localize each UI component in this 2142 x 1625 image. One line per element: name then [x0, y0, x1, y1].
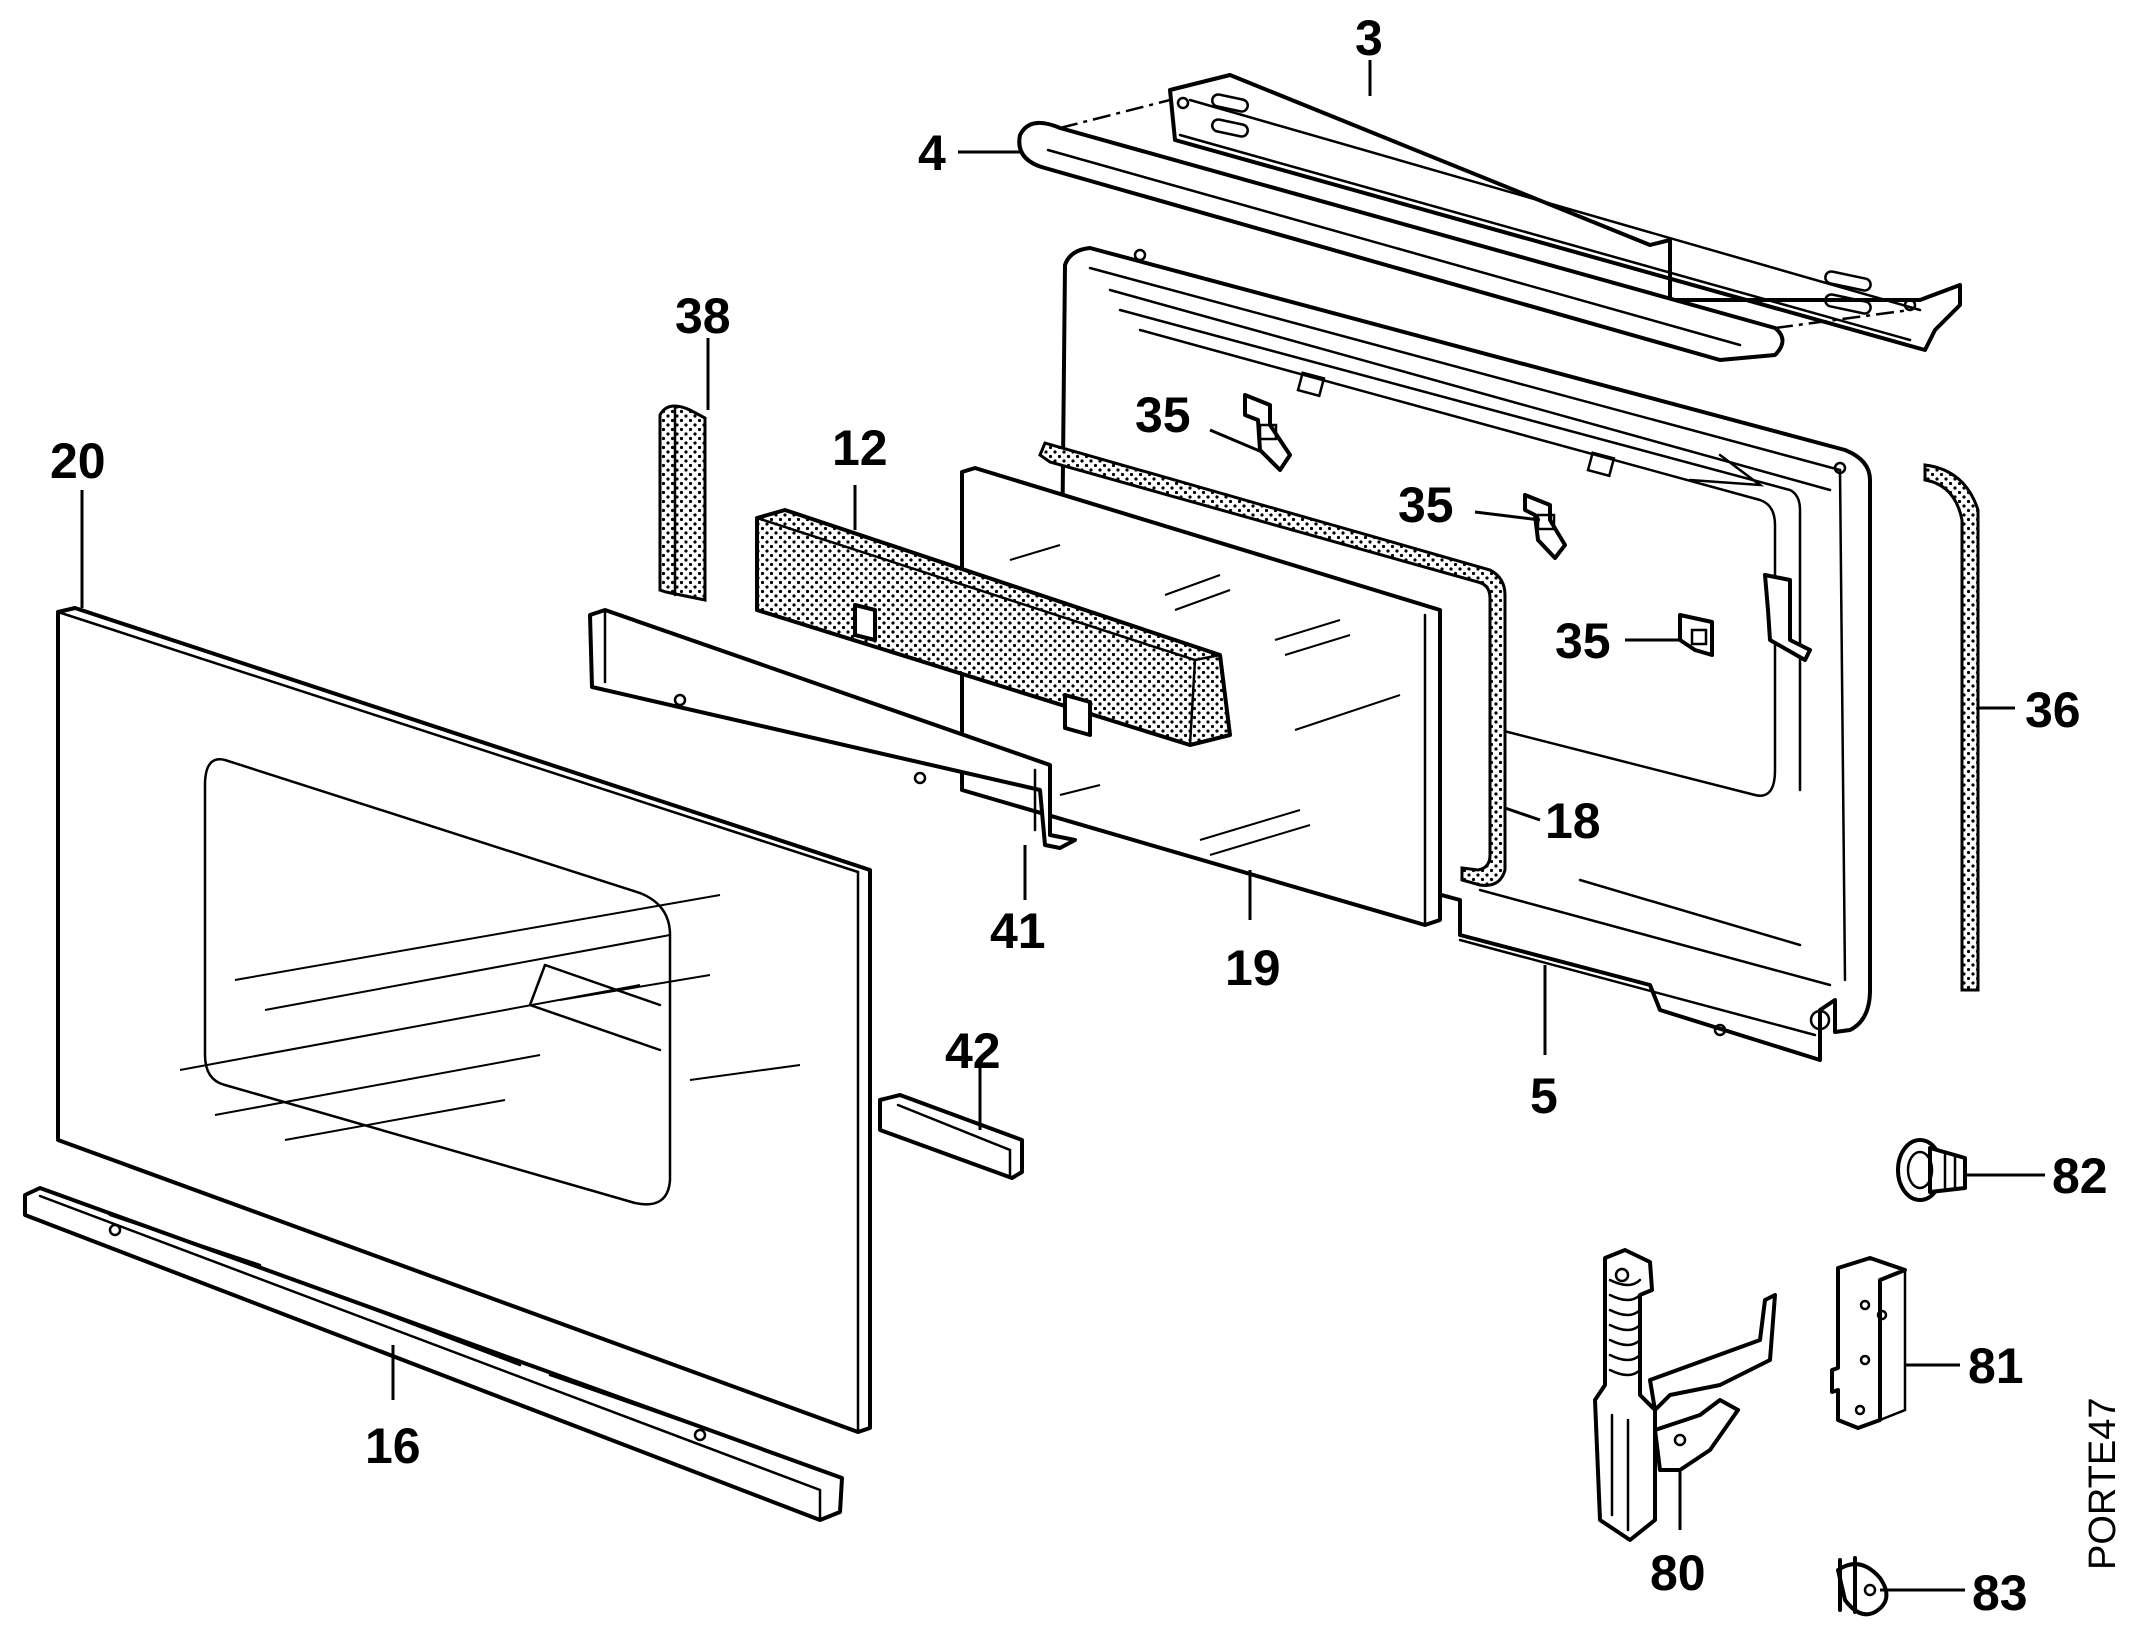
part-36-side-seal	[1923, 463, 1980, 992]
part-35-clip-c	[1678, 573, 1812, 662]
callout-3: 3	[1355, 10, 1383, 66]
part-4-handle-bar	[1017, 98, 1911, 362]
part-18-gasket	[1038, 441, 1507, 887]
callout-81: 81	[1968, 1338, 2024, 1394]
part-35-clip-b	[1523, 493, 1567, 560]
callout-20: 20	[50, 433, 106, 489]
part-12-insulation-block	[755, 508, 1232, 747]
part-3-top-rail	[1168, 73, 1962, 352]
part-81-hinge-bracket	[1830, 1256, 1907, 1430]
part-41-trim-bar	[588, 608, 1077, 850]
callout-18: 18	[1545, 793, 1601, 849]
callout-19: 19	[1225, 940, 1281, 996]
callout-83: 83	[1972, 1565, 2028, 1621]
part-16-bottom-trim	[23, 1186, 844, 1522]
leader-lines	[80, 60, 2045, 1592]
callout-5: 5	[1530, 1068, 1558, 1124]
callout-41: 41	[990, 903, 1046, 959]
callout-80: 80	[1650, 1545, 1706, 1601]
part-35-clip-a	[1243, 393, 1292, 472]
callout-12: 12	[832, 420, 888, 476]
drawing-code: PORTE47	[2082, 1398, 2124, 1570]
callout-35-middle: 35	[1398, 477, 1454, 533]
part-80-hinge-assembly	[1593, 1248, 1777, 1542]
callout-labels: 3 4 38 20 12 35 35 35 36 18 41 19 42 5 8…	[50, 10, 2124, 1621]
callout-36: 36	[2025, 682, 2081, 738]
part-38-foam-strip	[658, 404, 707, 602]
callout-38: 38	[675, 288, 731, 344]
callout-16: 16	[365, 1418, 421, 1474]
callout-42: 42	[945, 1023, 1001, 1079]
part-20-outer-door-panel	[56, 606, 872, 1434]
part-42-angle-bracket	[878, 1093, 1024, 1180]
part-83-pin	[1836, 1556, 1889, 1617]
callout-35-top: 35	[1135, 387, 1191, 443]
callout-4: 4	[918, 125, 946, 181]
callout-35-lower: 35	[1555, 613, 1611, 669]
part-82-bolt	[1896, 1138, 1967, 1202]
callout-82: 82	[2052, 1148, 2108, 1204]
